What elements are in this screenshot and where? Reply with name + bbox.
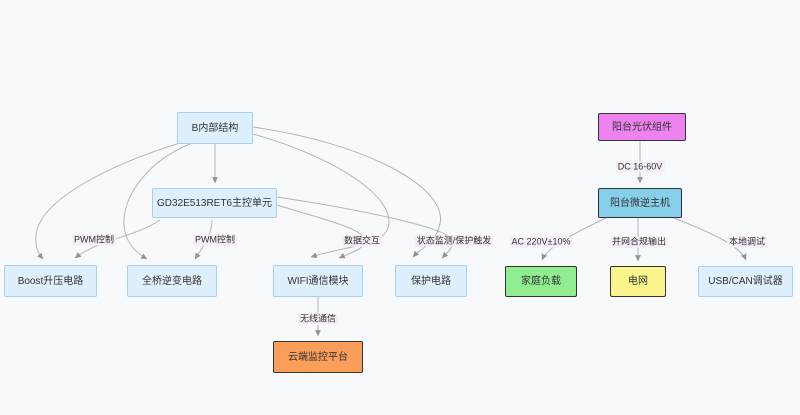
- node-full-bridge-inverter: 全桥逆变电路: [127, 265, 217, 297]
- edge-label-data-exchange: 数据交互: [341, 235, 383, 247]
- edge-internal-to-bridge: [123, 143, 191, 260]
- node-balcony-pv-module: 阳台光伏组件: [598, 113, 686, 141]
- edge-label-wireless: 无线通信: [297, 313, 339, 325]
- node-balcony-micro-inverter: 阳台微逆主机: [598, 188, 682, 218]
- edge-label-dc-voltage: DC 16-60V: [615, 161, 665, 173]
- node-power-grid: 电网: [610, 266, 666, 297]
- node-cloud-platform: 云端监控平台: [273, 341, 363, 373]
- edge-label-ac-voltage: AC 220V±10%: [509, 236, 573, 248]
- edge-inverter-to-debugger: [673, 217, 747, 261]
- edge-internal-to-boost: [35, 142, 181, 260]
- edge-mcu-to-protection: [276, 196, 453, 259]
- edge-label-local-debug: 本地调试: [726, 236, 768, 248]
- edge-label-pwm-control-2: PWM控制: [193, 234, 237, 246]
- node-b-internal-structure: B内部结构: [177, 112, 253, 144]
- edge-label-grid-output: 并网合规输出: [609, 236, 669, 248]
- node-protection-circuit: 保护电路: [395, 265, 467, 297]
- node-wifi-module: WIFI通信模块: [273, 265, 363, 297]
- edge-mcu-to-wifi: [276, 204, 365, 259]
- edge-internal-to-wifi: [252, 133, 390, 258]
- edge-mcu-to-boost: [74, 219, 161, 259]
- edge-label-status-protect: 状态监测/保护触发: [414, 235, 494, 247]
- edge-label-pwm-control-1: PWM控制: [72, 234, 116, 246]
- node-boost-circuit: Boost升压电路: [4, 265, 97, 297]
- node-usb-can-debugger: USB/CAN调试器: [698, 266, 793, 297]
- node-home-load: 家庭负载: [505, 266, 577, 297]
- node-mcu-unit: GD32E513RET6主控单元: [152, 188, 277, 218]
